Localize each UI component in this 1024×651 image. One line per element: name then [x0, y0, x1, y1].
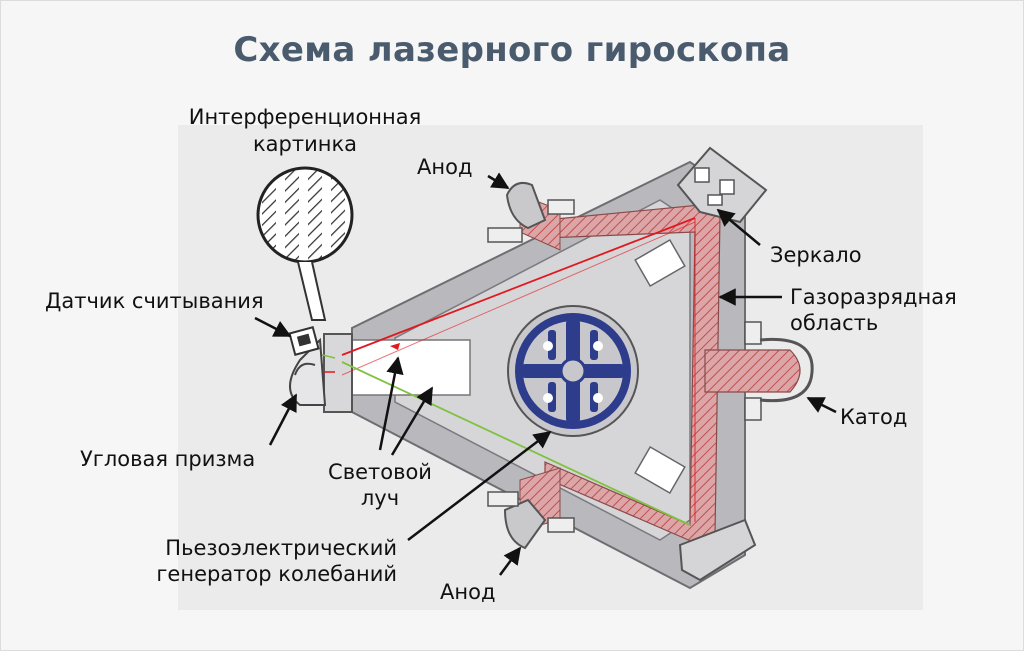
- label-piezo-line2: генератор колебаний: [156, 562, 397, 586]
- label-beam-line2: луч: [360, 486, 400, 510]
- mirror-bottom: [678, 518, 757, 582]
- readout-channel: [351, 339, 471, 396]
- cathode: [744, 321, 814, 421]
- diagram-title: Схема лазерного гироскопа: [233, 30, 791, 70]
- label-anode-bottom: Анод: [440, 580, 496, 604]
- label-prism: Угловая призма: [80, 447, 256, 471]
- leader-arrows: [254, 172, 837, 576]
- label-interference-line2: картинка: [252, 132, 358, 156]
- readout-sensor: [288, 326, 320, 356]
- gas-discharge-region: [519, 194, 801, 546]
- label-beam-line1: Световой: [328, 460, 432, 484]
- label-piezo-line1: Пьезоэлектрический: [165, 536, 397, 560]
- label-cathode: Катод: [840, 405, 908, 429]
- label-sensor: Датчик считывания: [45, 289, 264, 313]
- label-mirror: Зеркало: [770, 243, 862, 267]
- mirror-top: [676, 146, 768, 224]
- inner-block-bottom: [634, 445, 686, 495]
- label-gas-line1: Газоразрядная: [790, 285, 957, 309]
- label-anode-top: Анод: [417, 155, 473, 179]
- interference-pattern: [256, 166, 354, 321]
- label-gas-line2: область: [790, 311, 879, 335]
- anode-top: [487, 182, 575, 243]
- label-interference-line1: Интерференционная: [188, 105, 422, 129]
- inner-block-top: [634, 238, 686, 288]
- laser-beams: [309, 217, 696, 526]
- anode-bottom: [487, 491, 575, 550]
- piezo-generator: [507, 305, 639, 437]
